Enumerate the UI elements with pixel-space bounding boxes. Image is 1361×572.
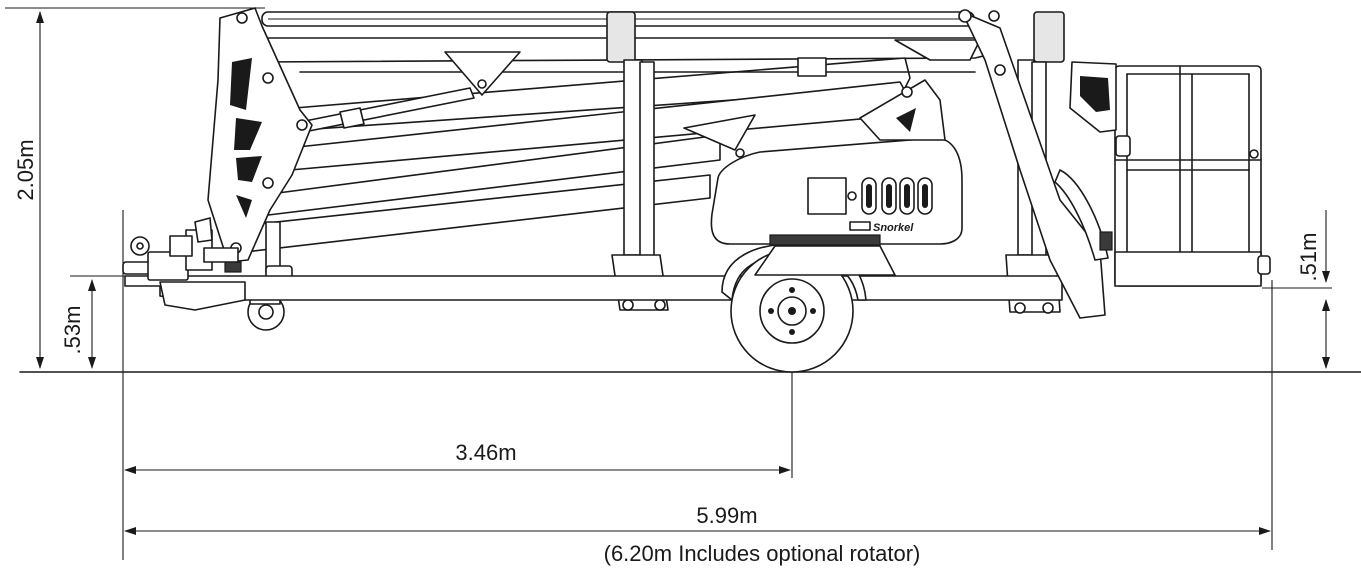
hitch-to-axle-label: 3.46m (455, 440, 516, 465)
hitch-to-axle-dimension: 3.46m (124, 440, 791, 474)
overall-height-label: 2.05m (13, 139, 38, 200)
platform-basket (1069, 61, 1271, 287)
hitch-height-label: .53m (60, 306, 85, 355)
hitch-height-dimension: .53m (60, 275, 140, 369)
trailer-boom-lift: Snorkel (122, 7, 1271, 373)
platform-height-dimension: .51m (1262, 210, 1332, 369)
tow-hitch (122, 217, 242, 281)
platform-height-label: .51m (1296, 233, 1321, 282)
overall-length-dimension: 5.99m (6.20m Includes optional rotator) (124, 503, 1271, 566)
brand-logo: Snorkel (873, 222, 914, 234)
boom-bracket-lower (683, 114, 756, 151)
turntable-housing: Snorkel (710, 137, 963, 276)
turret (797, 39, 981, 141)
jib-rotator (958, 9, 1113, 319)
boom-bracket-upper (444, 51, 521, 96)
overall-length-label: 5.99m (696, 503, 757, 528)
riser-arm (207, 7, 313, 263)
overall-height-dimension: 2.05m (5, 7, 265, 369)
overall-length-note: (6.20m Includes optional rotator) (604, 541, 921, 566)
